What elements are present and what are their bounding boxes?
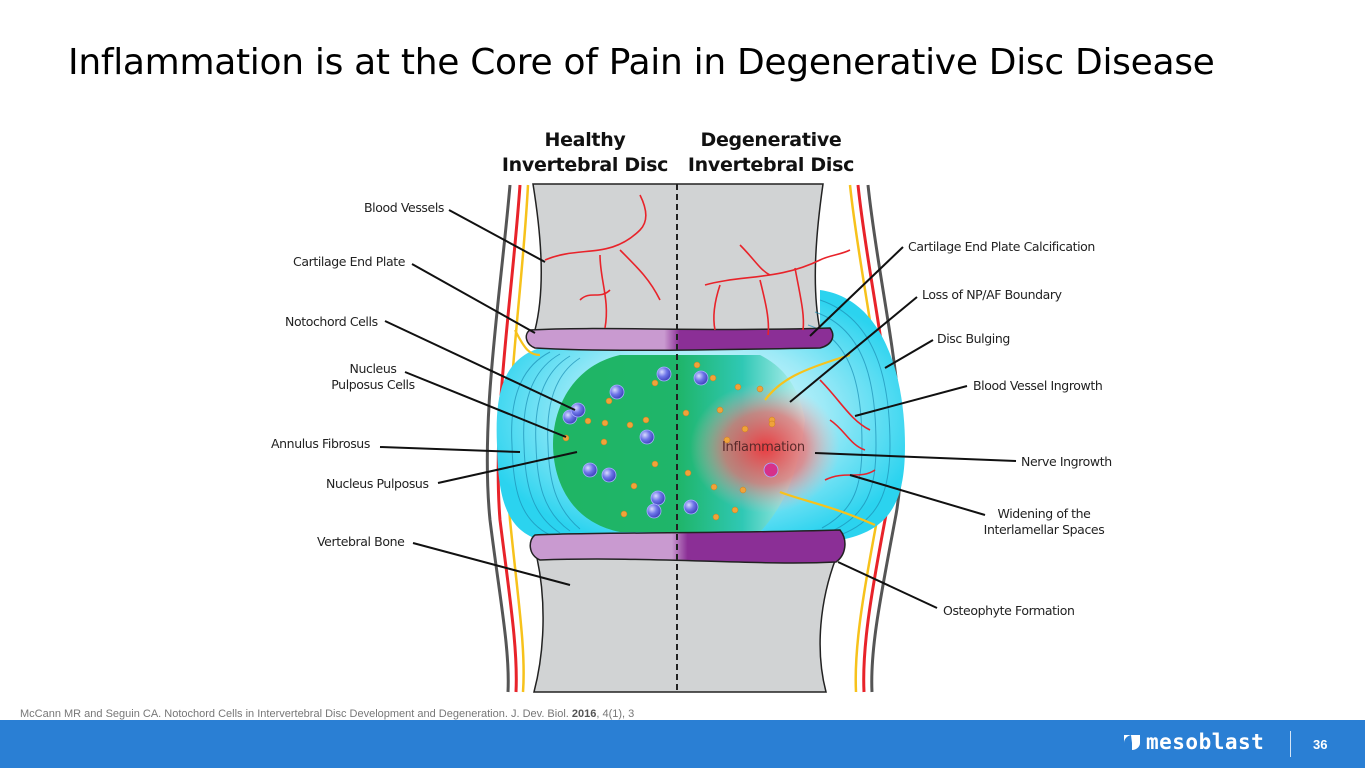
- brand-logo: mesoblast: [1122, 730, 1264, 754]
- label-annulus-fibrosus: Annulus Fibrosus: [271, 436, 370, 451]
- vessel-line-left: [496, 184, 522, 693]
- nucleus-pulposus-cells: [562, 366, 779, 519]
- slide-title: Inflammation is at the Core of Pain in D…: [68, 42, 1215, 83]
- blood-vessels: [544, 194, 876, 481]
- ligament-left: [485, 184, 512, 693]
- inflammation-zone: [690, 383, 840, 513]
- label-disc-bulging: Disc Bulging: [937, 331, 1010, 346]
- degenerative-disc-header: Degenerative Invertebral Disc: [687, 129, 855, 176]
- label-loss-of-np-af-boundary: Loss of NP/AF Boundary: [922, 287, 1062, 302]
- upper-cartilage-end-plate: [525, 327, 834, 352]
- label-notochord-cells: Notochord Cells: [285, 314, 378, 329]
- annulus-lamellae: [511, 299, 891, 536]
- inflammation-label: Inflammation: [722, 440, 805, 455]
- brand-name: mesoblast: [1146, 730, 1265, 754]
- label-vertebral-bone: Vertebral Bone: [317, 534, 405, 549]
- lower-vertebral-bone: [533, 557, 838, 693]
- label-cartilage-end-plate-calcification: Cartilage End Plate Calcification: [908, 239, 1095, 254]
- label-nucleus-pulposus: Nucleus Pulposus: [326, 476, 429, 491]
- leader-lines: [379, 209, 1017, 609]
- page-number: 36: [1313, 737, 1328, 752]
- label-nucleus-pulposus-cells: Nucleus Pulposus Cells: [331, 361, 415, 392]
- label-cartilage-end-plate: Cartilage End Plate: [293, 254, 406, 269]
- mesoblast-logo-icon: [1124, 735, 1140, 750]
- lower-cartilage-end-plate: [529, 529, 846, 564]
- label-osteophyte-formation: Osteophyte Formation: [943, 603, 1075, 618]
- label-widening-interlamellar-spaces: Widening of the Interlamellar Spaces: [983, 506, 1105, 537]
- label-blood-vessel-ingrowth: Blood Vessel Ingrowth: [973, 378, 1103, 393]
- footer-divider: [1290, 731, 1291, 757]
- citation: McCann MR and Seguin CA. Notochord Cells…: [20, 708, 635, 720]
- notochord-cells: [562, 361, 776, 521]
- disc-diagram: [379, 183, 1017, 693]
- label-nerve-ingrowth: Nerve Ingrowth: [1021, 454, 1112, 469]
- ligament-right: [866, 184, 903, 693]
- label-blood-vessels: Blood Vessels: [364, 200, 445, 215]
- healthy-disc-header: Healthy Invertebral Disc: [501, 129, 669, 176]
- nerve-ingrowth: [514, 329, 876, 527]
